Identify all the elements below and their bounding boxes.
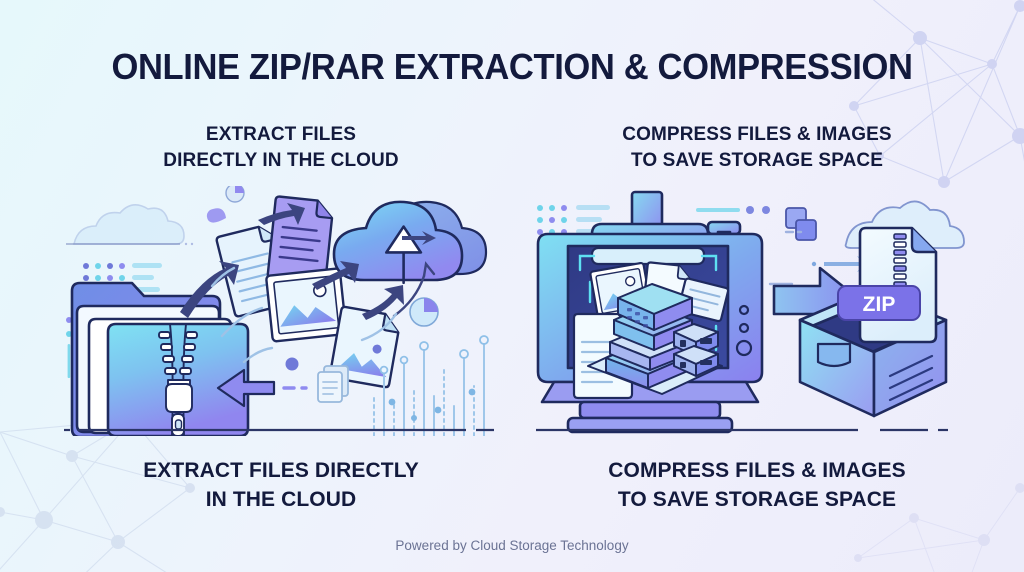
left-column-caption: EXTRACT FILES DIRECTLY IN THE CLOUD bbox=[62, 456, 500, 514]
compress-illustration: ZIP bbox=[528, 186, 984, 436]
network-decoration-top-right bbox=[849, 0, 1024, 188]
footer-text: Powered by Cloud Storage Technology bbox=[395, 538, 629, 553]
cloud-upload-icon bbox=[332, 200, 488, 285]
right-caption-line-1: COMPRESS FILES & IMAGES bbox=[608, 459, 906, 482]
decor-squares bbox=[785, 207, 817, 241]
right-caption-line-2: TO SAVE STORAGE SPACE bbox=[617, 488, 897, 511]
compressed-blocks bbox=[587, 283, 723, 395]
left-caption-line-1: EXTRACT FILES DIRECTLY bbox=[143, 459, 419, 482]
extract-illustration bbox=[62, 186, 502, 436]
zip-badge: ZIP bbox=[837, 285, 921, 321]
decor-data-dots bbox=[388, 388, 476, 421]
left-column-heading: EXTRACT FILES DIRECTLY IN THE CLOUD bbox=[62, 122, 500, 174]
decor-pie-chart bbox=[409, 297, 439, 327]
ground-line-left bbox=[64, 428, 494, 432]
right-column-heading: COMPRESS FILES & IMAGES TO SAVE STORAGE … bbox=[530, 122, 984, 174]
decor-left-bar bbox=[66, 317, 72, 378]
left-heading-line-1: EXTRACT FILES bbox=[205, 124, 357, 145]
right-column-caption: COMPRESS FILES & IMAGES TO SAVE STORAGE … bbox=[530, 456, 984, 514]
decor-cloud-outline bbox=[72, 204, 185, 245]
decor-dashline-right bbox=[696, 206, 770, 214]
page-title: ONLINE ZIP/RAR EXTRACTION & COMPRESSION bbox=[111, 46, 913, 87]
zipper-folder bbox=[70, 281, 250, 436]
duplicate-docs-icon bbox=[317, 365, 349, 403]
zipper bbox=[158, 323, 198, 436]
motion-lines bbox=[210, 266, 398, 364]
flow-arrows-thin bbox=[392, 261, 436, 318]
ground-line-right bbox=[536, 428, 948, 432]
left-heading-line-2: DIRECTLY IN THE CLOUD bbox=[163, 150, 399, 171]
decor-leaf bbox=[206, 208, 226, 223]
left-caption-line-2: IN THE CLOUD bbox=[205, 488, 357, 511]
decor-data-nodes bbox=[379, 335, 489, 375]
decor-pie-chart-2 bbox=[225, 186, 245, 203]
flying-photo-card bbox=[265, 267, 348, 343]
back-arrow-left bbox=[216, 368, 308, 408]
decor-accent-dot bbox=[285, 357, 299, 371]
zip-badge-label: ZIP bbox=[863, 293, 896, 316]
right-heading-line-2: TO SAVE STORAGE SPACE bbox=[631, 150, 883, 171]
right-heading-line-1: COMPRESS FILES & IMAGES bbox=[622, 124, 892, 145]
